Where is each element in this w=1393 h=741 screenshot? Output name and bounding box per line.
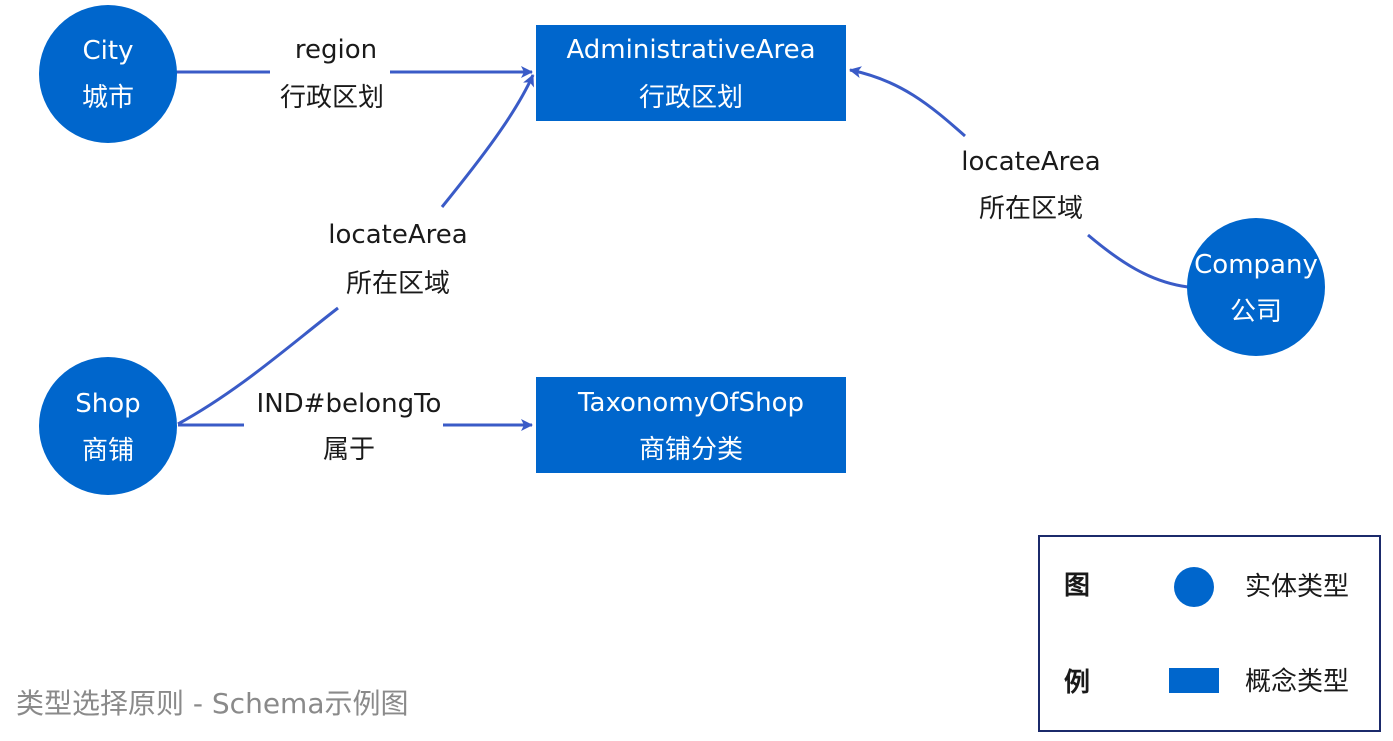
legend-entity-label: 实体类型 — [1245, 572, 1349, 602]
node-administrative-area: AdministrativeArea 行政区划 — [536, 25, 846, 121]
edge-label-company-locate: locateArea 所在区域 — [961, 147, 1100, 224]
company-circle — [1187, 218, 1325, 356]
edge-company-locate-upper — [849, 66, 966, 138]
legend: 图 例 实体类型 概念类型 — [1038, 535, 1381, 732]
legend-concept-label: 概念类型 — [1245, 667, 1349, 697]
shop-label-zh: 商铺 — [82, 436, 134, 466]
taxonomy-of-shop-rect — [536, 377, 846, 473]
legend-concept-swatch — [1169, 668, 1219, 693]
shop-locate-label-en: locateArea — [328, 220, 467, 250]
company-label-zh: 公司 — [1230, 297, 1282, 327]
company-locate-label-en: locateArea — [961, 147, 1100, 177]
administrative-area-label-zh: 行政区划 — [639, 83, 743, 113]
edge-label-shop-belong: IND#belongTo 属于 — [257, 389, 442, 465]
legend-entity-swatch — [1174, 567, 1214, 607]
edge-label-region: region 行政区划 — [280, 35, 384, 113]
company-label-en: Company — [1194, 250, 1318, 280]
node-company: Company 公司 — [1187, 218, 1325, 356]
city-label-en: City — [83, 36, 134, 66]
node-city: City 城市 — [39, 5, 177, 143]
shop-circle — [39, 357, 177, 495]
legend-frame — [1038, 535, 1381, 732]
legend-title-bottom: 例 — [1064, 668, 1090, 698]
region-label-en: region — [295, 35, 377, 65]
city-circle — [39, 5, 177, 143]
shop-label-en: Shop — [75, 389, 140, 419]
edge-shop-locate-upper — [440, 74, 535, 208]
administrative-area-label-en: AdministrativeArea — [566, 35, 815, 65]
edge-label-shop-locate: locateArea 所在区域 — [328, 220, 467, 299]
region-label-zh: 行政区划 — [280, 83, 384, 113]
node-shop: Shop 商铺 — [39, 357, 177, 495]
administrative-area-rect — [536, 25, 846, 121]
shop-locate-label-zh: 所在区域 — [346, 269, 450, 299]
shop-belong-label-zh: 属于 — [323, 435, 375, 465]
taxonomy-of-shop-label-en: TaxonomyOfShop — [577, 388, 804, 418]
edge-shop-locate-lower — [177, 306, 339, 426]
diagram-caption: 类型选择原则 - Schema示例图 — [16, 687, 408, 720]
node-taxonomy-of-shop: TaxonomyOfShop 商铺分类 — [536, 377, 846, 473]
company-locate-label-zh: 所在区域 — [979, 194, 1083, 224]
legend-title-top: 图 — [1064, 571, 1090, 601]
taxonomy-of-shop-label-zh: 商铺分类 — [639, 435, 743, 465]
shop-belong-label-en: IND#belongTo — [257, 389, 442, 419]
edge-company-locate-lower — [1087, 233, 1189, 289]
city-label-zh: 城市 — [82, 83, 134, 113]
